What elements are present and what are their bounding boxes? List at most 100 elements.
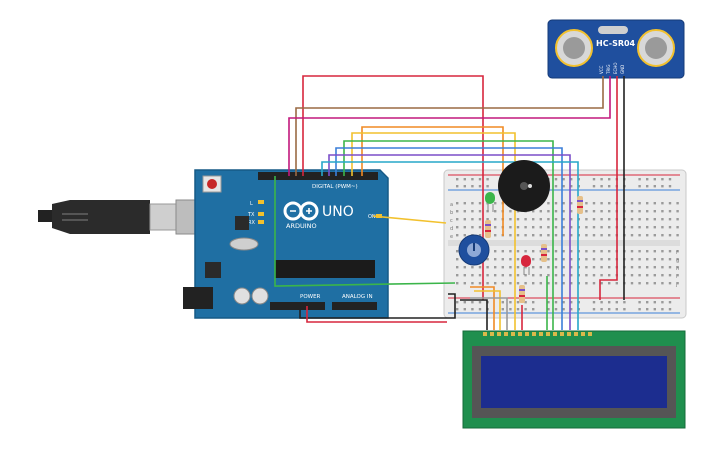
breadboard-hole xyxy=(661,308,664,311)
breadboard-hole xyxy=(494,210,497,213)
breadboard-hole xyxy=(456,301,459,304)
breadboard-hole xyxy=(509,301,512,304)
usb-cable xyxy=(38,199,199,235)
breadboard-hole xyxy=(668,234,672,237)
breadboard-hole xyxy=(554,266,558,269)
breadboard-hole xyxy=(600,258,603,261)
buzzer xyxy=(498,160,550,212)
breadboard-hole xyxy=(509,218,512,221)
breadboard-hole xyxy=(524,250,527,253)
breadboard-hole xyxy=(524,234,527,237)
breadboard-hole xyxy=(486,185,489,188)
breadboard-hole xyxy=(646,266,649,269)
breadboard-hole xyxy=(646,226,649,229)
breadboard-hole xyxy=(646,274,649,277)
wire-green-top xyxy=(343,140,554,330)
led-on-label: ON xyxy=(368,214,376,220)
breadboard-hole xyxy=(509,210,512,213)
breadboard-hole xyxy=(638,266,641,269)
breadboard-hole xyxy=(501,266,504,269)
breadboard-hole xyxy=(608,308,611,311)
breadboard-hole xyxy=(478,234,482,237)
breadboard-hole xyxy=(653,308,656,311)
breadboard-hole xyxy=(471,226,474,229)
breadboard-hole xyxy=(471,301,474,304)
breadboard-hole xyxy=(630,210,634,213)
svg-text:a: a xyxy=(450,202,453,208)
breadboard-hole xyxy=(592,234,596,237)
breadboard-hole xyxy=(623,301,626,304)
breadboard-hole xyxy=(456,218,459,221)
breadboard-hole xyxy=(532,282,535,285)
breadboard-hole xyxy=(478,178,482,181)
breadboard-hole xyxy=(592,274,596,277)
breadboard-hole xyxy=(486,266,489,269)
breadboard-hole xyxy=(471,202,474,205)
breadboard-hole xyxy=(524,282,527,285)
breadboard-hole xyxy=(509,226,512,229)
potentiometer[interactable] xyxy=(458,234,490,266)
breadboard-hole xyxy=(570,234,573,237)
breadboard-hole xyxy=(638,234,641,237)
breadboard-hole xyxy=(562,282,565,285)
breadboard-hole xyxy=(562,234,565,237)
breadboard-hole xyxy=(600,282,603,285)
led-l-label: L xyxy=(250,201,253,207)
brand-text: ARDUINO xyxy=(286,222,317,230)
svg-text:b: b xyxy=(450,210,453,216)
breadboard-hole xyxy=(592,250,596,253)
breadboard-hole xyxy=(554,218,558,221)
breadboard-hole xyxy=(486,258,489,261)
breadboard-hole xyxy=(532,210,535,213)
breadboard-hole xyxy=(516,234,520,237)
breadboard-hole xyxy=(623,308,626,311)
breadboard-hole xyxy=(570,185,573,188)
analog-header-label: ANALOG IN xyxy=(342,294,373,300)
breadboard-hole xyxy=(646,218,649,221)
wire-lcd-orange xyxy=(470,286,495,330)
breadboard-hole xyxy=(547,202,550,205)
breadboard-hole xyxy=(509,258,512,261)
wire-cyan xyxy=(321,161,579,330)
breadboard-hole xyxy=(570,282,573,285)
svg-text:h: h xyxy=(676,266,679,272)
breadboard-hole xyxy=(554,258,558,261)
breadboard-hole xyxy=(478,308,482,311)
breadboard-hole xyxy=(471,308,474,311)
breadboard-hole xyxy=(608,282,611,285)
breadboard-hole xyxy=(456,234,459,237)
analog-header xyxy=(332,302,377,310)
power-jack xyxy=(183,287,213,309)
breadboard-hole xyxy=(676,250,679,253)
breadboard-hole xyxy=(646,308,649,311)
breadboard-hole xyxy=(501,301,504,304)
breadboard-hole xyxy=(661,234,664,237)
breadboard-hole xyxy=(456,185,459,188)
breadboard-hole xyxy=(562,218,565,221)
breadboard-hole xyxy=(646,258,649,261)
breadboard-hole xyxy=(638,202,641,205)
lcd-pin xyxy=(574,332,578,336)
breadboard-hole xyxy=(562,250,565,253)
breadboard-hole xyxy=(638,210,641,213)
breadboard-hole xyxy=(615,301,618,304)
breadboard-hole xyxy=(676,210,679,213)
breadboard-hole xyxy=(653,226,656,229)
breadboard-hole xyxy=(539,282,542,285)
breadboard-hole xyxy=(630,266,634,269)
breadboard-hole xyxy=(638,226,641,229)
wire-lcd-gray xyxy=(470,297,508,330)
breadboard-hole xyxy=(547,282,550,285)
breadboard-hole xyxy=(608,178,611,181)
breadboard-hole xyxy=(562,266,565,269)
breadboard-hole xyxy=(661,218,664,221)
breadboard-hole xyxy=(547,234,550,237)
lcd-pin xyxy=(581,332,585,336)
breadboard-hole xyxy=(547,274,550,277)
breadboard-hole xyxy=(509,234,512,237)
breadboard-hole xyxy=(630,282,634,285)
breadboard-hole xyxy=(638,185,641,188)
sensor-pin-vcc: VCC xyxy=(599,65,604,74)
breadboard-hole xyxy=(638,258,641,261)
breadboard-hole xyxy=(600,250,603,253)
